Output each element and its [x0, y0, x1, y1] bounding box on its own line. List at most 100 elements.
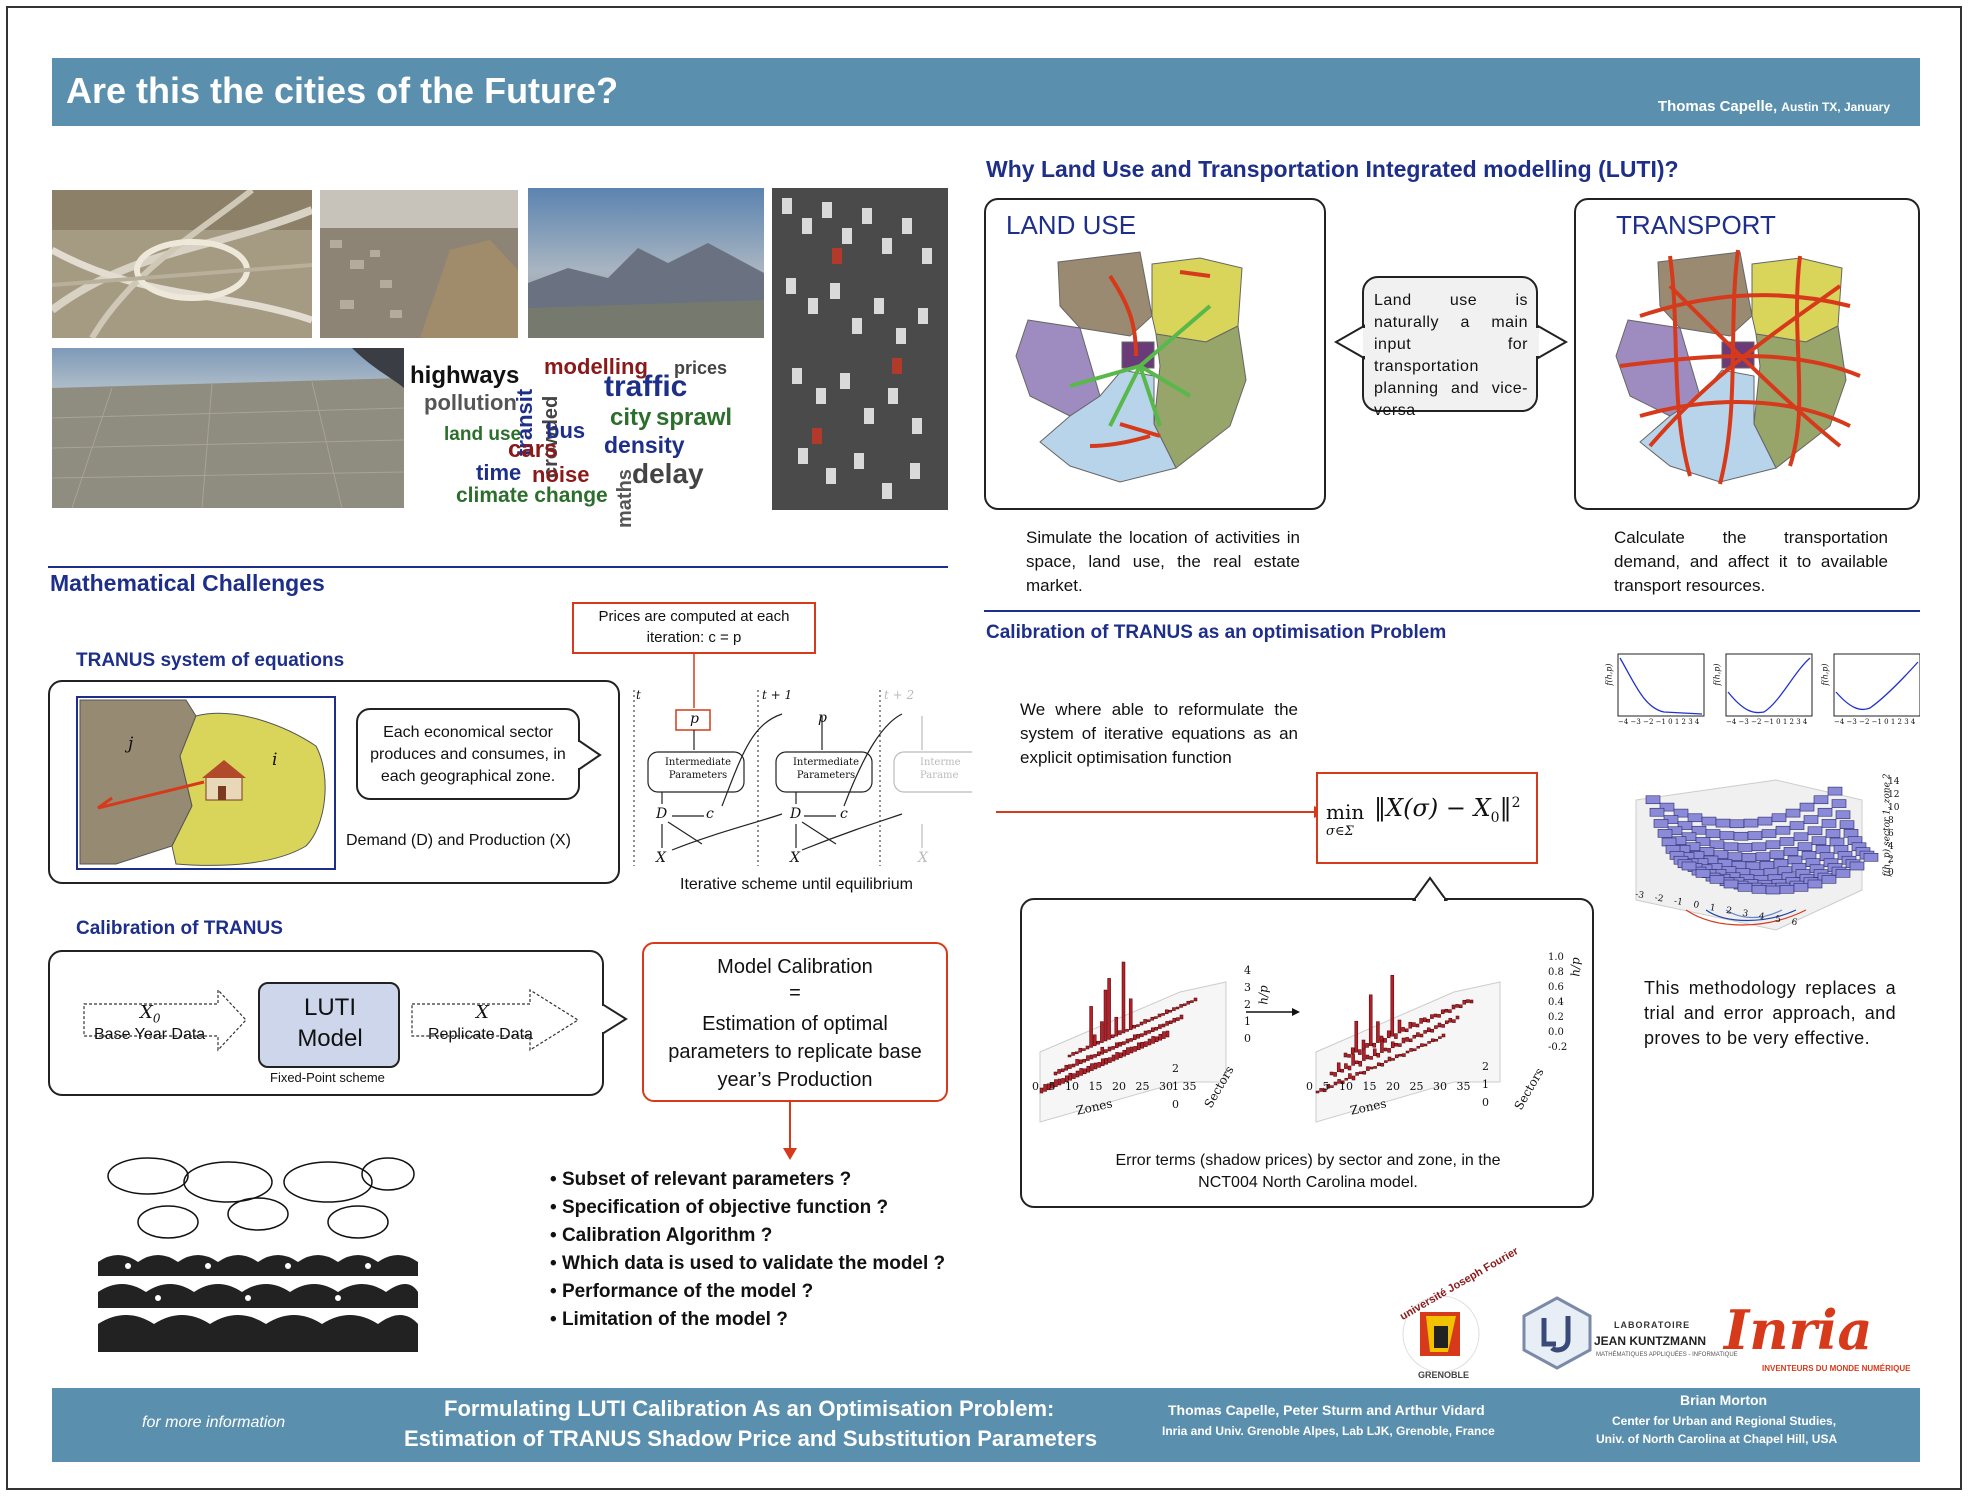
- error-bar: [1441, 1033, 1446, 1038]
- error-bar: [1143, 1019, 1147, 1024]
- error-bar: [1394, 1042, 1399, 1047]
- error-bar: [1110, 1034, 1115, 1039]
- surface-cell: [1831, 799, 1847, 808]
- error-bar: [1347, 1054, 1351, 1058]
- surface-cell: [1715, 818, 1731, 828]
- surface-cell: [1741, 853, 1757, 862]
- mini-xticks-1: −4 −3 −2 −1 0 1 2 3 4: [1726, 718, 1808, 726]
- error-bar: [1096, 1040, 1101, 1045]
- error-bar: [1397, 1019, 1402, 1034]
- mini-plots: [1617, 653, 1920, 717]
- t-label-1: t + 1: [762, 688, 793, 702]
- fixed-point-label: Fixed-Point scheme: [270, 1070, 385, 1085]
- surface-cell: [1751, 842, 1767, 852]
- error-bar: [1366, 1066, 1370, 1071]
- tranus-bubble: [356, 708, 580, 800]
- more-info-link[interactable]: for more information: [142, 1414, 286, 1431]
- error-bar: [1365, 1054, 1370, 1060]
- error-bar: [1071, 1063, 1076, 1068]
- error-bar: [1128, 998, 1133, 1031]
- surface-cell: [1773, 859, 1789, 868]
- error-bar: [1168, 1009, 1173, 1013]
- prices-box-text: Prices are computed at each iteration: c…: [598, 608, 790, 646]
- error-bar: [1423, 1043, 1428, 1047]
- error-bar: [1100, 1058, 1105, 1067]
- error-bar: [1390, 974, 1395, 1037]
- error-bar: [1085, 1045, 1090, 1050]
- surface-cell: [1787, 855, 1803, 865]
- mini-xticks-0: −4 −3 −2 −1 0 1 2 3 4: [1618, 718, 1700, 726]
- transport-map: [1615, 249, 1861, 485]
- node-c-0: c: [706, 806, 714, 822]
- error-bar: [1114, 1042, 1119, 1049]
- error-bar: [1129, 1038, 1133, 1042]
- error-bar: [1162, 1031, 1166, 1039]
- error-bar: [1404, 1028, 1409, 1033]
- error-bar: [1354, 1060, 1359, 1065]
- error-bar: [1402, 1053, 1406, 1057]
- error-bar: [1315, 1090, 1320, 1094]
- error-bar: [1426, 1018, 1431, 1023]
- surface-cell: [1835, 810, 1851, 820]
- error-caption: Error terms (shadow prices) by sector an…: [1115, 1152, 1501, 1191]
- calibration-title: Calibration of TRANUS: [76, 918, 283, 939]
- error-bar: [1362, 1047, 1366, 1061]
- error-bar: [1121, 961, 1126, 1034]
- error-bar: [1387, 1048, 1391, 1053]
- error-bar: [1426, 1027, 1431, 1033]
- error-bar: [1096, 1051, 1101, 1057]
- surface-cell: [1733, 831, 1749, 841]
- error-bar: [1422, 1017, 1427, 1023]
- formula-min: min: [1326, 800, 1365, 824]
- footer-affil-2b: Univ. of North Carolina at Chapel Hill, …: [1596, 1432, 1838, 1446]
- ljk-logo: [1522, 1296, 1592, 1370]
- error-bar: [1129, 1046, 1134, 1054]
- surface-cell: [1821, 875, 1837, 884]
- error-bar: [1416, 1045, 1421, 1049]
- map-label-i: i: [272, 750, 278, 770]
- surface-cell: [1751, 885, 1767, 894]
- surface-cell: [1677, 821, 1693, 830]
- error-bar: [1108, 1057, 1112, 1063]
- error-bar: [1348, 1073, 1352, 1079]
- error-bar: [1092, 1034, 1097, 1047]
- inria-logo: Inria: [1724, 1298, 1873, 1362]
- photo-city-aerial: [52, 348, 404, 508]
- surface-cell: [1779, 885, 1795, 894]
- error-bar: [1175, 1006, 1180, 1010]
- error-bar: [1078, 1059, 1083, 1065]
- error-bar: [1430, 1014, 1434, 1019]
- error-bar: [1448, 1009, 1452, 1013]
- error-bar: [1387, 1056, 1392, 1062]
- error-bar: [1064, 1064, 1069, 1071]
- questions-list: • Subset of relevant parameters ? • Spec…: [550, 1166, 970, 1334]
- error-bar: [1347, 1065, 1352, 1071]
- error-bar: [1165, 1021, 1169, 1026]
- hp-label-right: h/p: [1568, 957, 1583, 977]
- formula-box: [1316, 772, 1538, 864]
- question-item: • Limitation of the model ?: [550, 1309, 788, 1330]
- surface-cell: [1755, 852, 1771, 861]
- header-author: Thomas Capelle, Austin TX, January: [1658, 98, 1890, 115]
- node-intermediate-0: Intermediate Parameters: [664, 757, 731, 781]
- surface-cell: [1825, 829, 1841, 838]
- error-bar: [1089, 1006, 1093, 1048]
- error-bar: [1415, 1023, 1420, 1028]
- error-bar: [1322, 1088, 1327, 1093]
- mini-ylabel-0: f(h,p): [1604, 663, 1614, 686]
- error-bar: [1430, 1038, 1435, 1043]
- error-bar: [1405, 1037, 1409, 1042]
- error-bar: [1075, 1070, 1080, 1078]
- error-bar: [1086, 1055, 1090, 1061]
- error-bar: [1448, 1017, 1453, 1023]
- word-traffic: traffic: [604, 370, 688, 403]
- surface-cell: [1783, 847, 1799, 856]
- error-bar: [1172, 1017, 1177, 1023]
- error-bar: [1330, 1085, 1334, 1088]
- photo-slum: [320, 190, 518, 338]
- surface-cell: [1769, 850, 1785, 859]
- error-bar: [1164, 1009, 1169, 1015]
- error-bar: [1161, 1013, 1165, 1016]
- surface-cell: [1719, 831, 1735, 840]
